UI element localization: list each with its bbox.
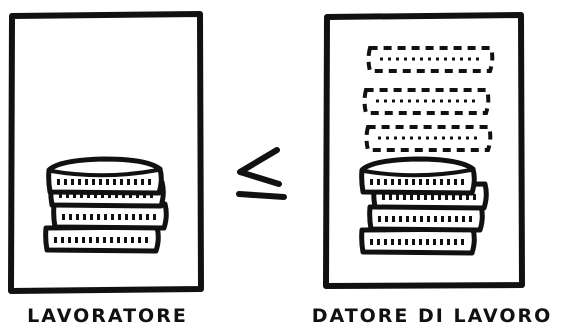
dashed-coin [369, 48, 493, 71]
label-datore-di-lavoro: DATORE DI LAVORO [285, 302, 579, 331]
left-panel [11, 14, 201, 291]
dashed-coins-right [365, 48, 493, 150]
less-than-or-equal-icon [239, 150, 284, 197]
label-lavoratore: LAVORATORE [0, 302, 215, 331]
dashed-coin [365, 90, 489, 113]
coin-top [49, 159, 162, 193]
coin-top [362, 159, 475, 193]
dashed-coin [367, 127, 491, 150]
coin [46, 227, 159, 251]
coin-stack-right [362, 159, 487, 253]
right-panel [326, 15, 522, 286]
coin-stack-left [46, 159, 167, 251]
coin [362, 229, 475, 253]
